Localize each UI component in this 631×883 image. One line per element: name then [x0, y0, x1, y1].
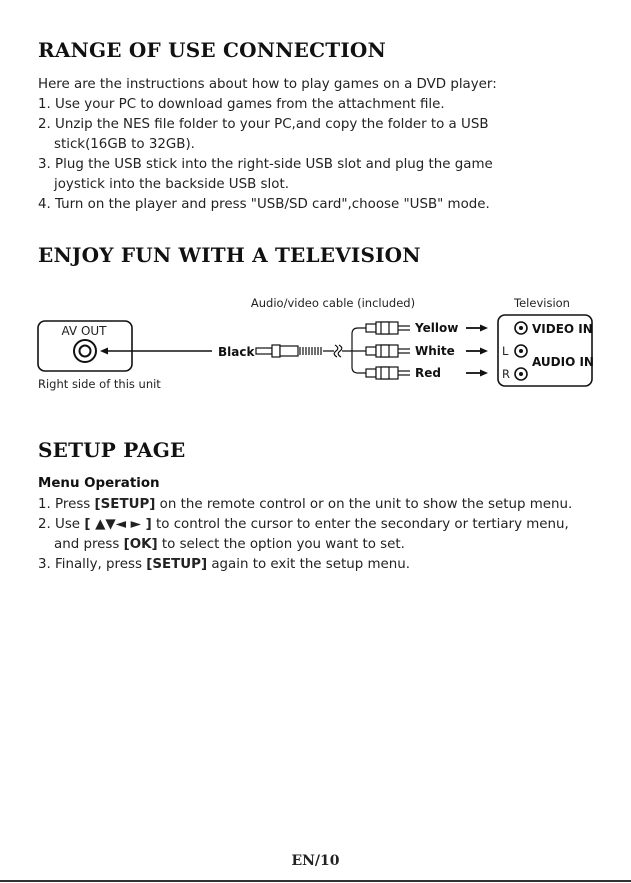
- l-label: L: [502, 344, 509, 358]
- step-2: 2. Unzip the NES file folder to your PC,…: [38, 117, 489, 132]
- setup-line-1: 1. Press [SETUP] on the remote control o…: [38, 497, 573, 512]
- tv-label: Television: [513, 296, 570, 310]
- r-label: R: [502, 367, 510, 381]
- unit-caption: Right side of this unit: [38, 377, 161, 391]
- step-3-cont: joystick into the backside USB slot.: [54, 177, 289, 192]
- footer-rule: [0, 880, 631, 882]
- yellow-label: Yellow: [414, 321, 458, 335]
- av-out-label: AV OUT: [61, 324, 107, 338]
- page-number: EN/10: [291, 853, 340, 869]
- yellow-plug-icon: [365, 321, 410, 335]
- av-out-box: [37, 320, 133, 372]
- section-title-tv: ENJOY FUN WITH A TELEVISION: [38, 243, 421, 267]
- tv-input-box: [497, 314, 593, 387]
- intro-text: Here are the instructions about how to p…: [38, 77, 497, 92]
- audio-l-jack-icon: [514, 344, 528, 358]
- step-3: 3. Plug the USB stick into the right-sid…: [38, 157, 493, 172]
- connection-diagram: Audio/video cable (included) Television …: [37, 296, 594, 391]
- step-4: 4. Turn on the player and press "USB/SD …: [38, 197, 490, 212]
- audio-in-label: AUDIO IN: [532, 355, 594, 369]
- menu-operation-subtitle: Menu Operation: [38, 476, 160, 491]
- setup-line-2: 2. Use [ ▲▼◄ ► ] to control the cursor t…: [38, 517, 569, 532]
- black-plug-icon: [255, 344, 322, 358]
- arrow-right-icon: [466, 327, 481, 374]
- red-label: Red: [415, 366, 441, 380]
- step-1: 1. Use your PC to download games from th…: [38, 97, 445, 112]
- white-label: White: [415, 344, 455, 358]
- arrow-left-icon: [100, 347, 108, 355]
- cable-label: Audio/video cable (included): [251, 296, 415, 310]
- av-jack-icon: [73, 339, 97, 363]
- section-title-range: RANGE OF USE CONNECTION: [38, 38, 386, 62]
- video-jack-icon: [514, 321, 528, 335]
- white-plug-icon: [365, 344, 410, 358]
- step-2-cont: stick(16GB to 32GB).: [54, 137, 195, 152]
- section-title-setup: SETUP PAGE: [38, 438, 186, 462]
- setup-line-3: 3. Finally, press [SETUP] again to exit …: [38, 557, 411, 572]
- video-in-label: VIDEO IN: [532, 322, 593, 336]
- black-label: Black: [218, 345, 255, 359]
- audio-r-jack-icon: [514, 367, 528, 381]
- red-plug-icon: [365, 366, 410, 380]
- setup-line-2-cont: and press [OK] to select the option you …: [54, 537, 405, 552]
